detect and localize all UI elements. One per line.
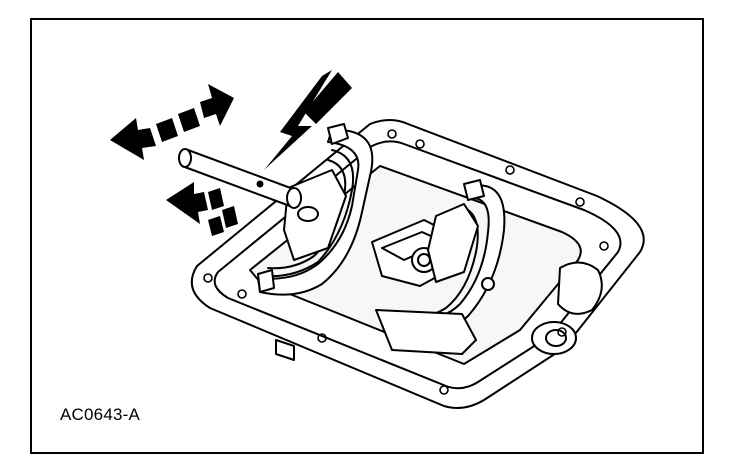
bolt-hole — [317, 333, 327, 343]
arrow-dash — [222, 206, 238, 228]
bolt-hole — [599, 241, 609, 251]
figure-id-label: AC0643-A — [60, 405, 141, 424]
right-shift-fork — [375, 179, 506, 355]
left-fork-arc-face — [263, 149, 354, 278]
side-boss-inner — [545, 329, 567, 347]
direction-arrows — [110, 70, 352, 236]
right-fork-hub-cradle — [375, 309, 477, 355]
left-fork-pad-bottom — [257, 269, 275, 293]
bolt-hole — [557, 327, 567, 337]
transmission-cover-illustration — [110, 70, 645, 409]
bolt-hole — [387, 129, 397, 139]
bolt-hole — [439, 385, 449, 395]
double-arrow — [110, 84, 234, 160]
figure-frame: AC0643-A — [30, 18, 704, 454]
bolt-hole — [415, 139, 425, 149]
right-fork-pad-top — [463, 179, 485, 201]
shift-rail-groove — [256, 180, 264, 188]
bolt-hole — [505, 165, 515, 175]
arrow-dash — [208, 216, 224, 236]
bolt-hole — [575, 197, 585, 207]
arrow-dash — [178, 108, 200, 132]
bolt-holes — [203, 129, 609, 395]
left-fork-pad-top — [327, 123, 349, 145]
right-fork-hub — [427, 203, 479, 283]
cover-flange-inner — [213, 140, 622, 390]
shift-rail — [178, 148, 302, 209]
arrow-icon — [110, 118, 156, 160]
arrow-dash — [208, 188, 224, 210]
bolt-hole — [203, 273, 213, 283]
side-boss — [531, 321, 577, 355]
arrow-dash — [156, 118, 178, 142]
arrow-icon — [166, 182, 208, 224]
shift-rail-end — [178, 148, 192, 168]
bolt-hole — [237, 289, 247, 299]
arrow-icon — [264, 70, 352, 170]
right-fork-pivot — [481, 277, 495, 291]
bottom-tab — [275, 339, 295, 361]
shift-rail-collar — [286, 187, 302, 209]
removal-arrow — [166, 182, 238, 236]
right-bulge — [557, 261, 603, 315]
left-fork-hub-bore — [297, 206, 319, 222]
arrow-icon — [200, 84, 234, 126]
